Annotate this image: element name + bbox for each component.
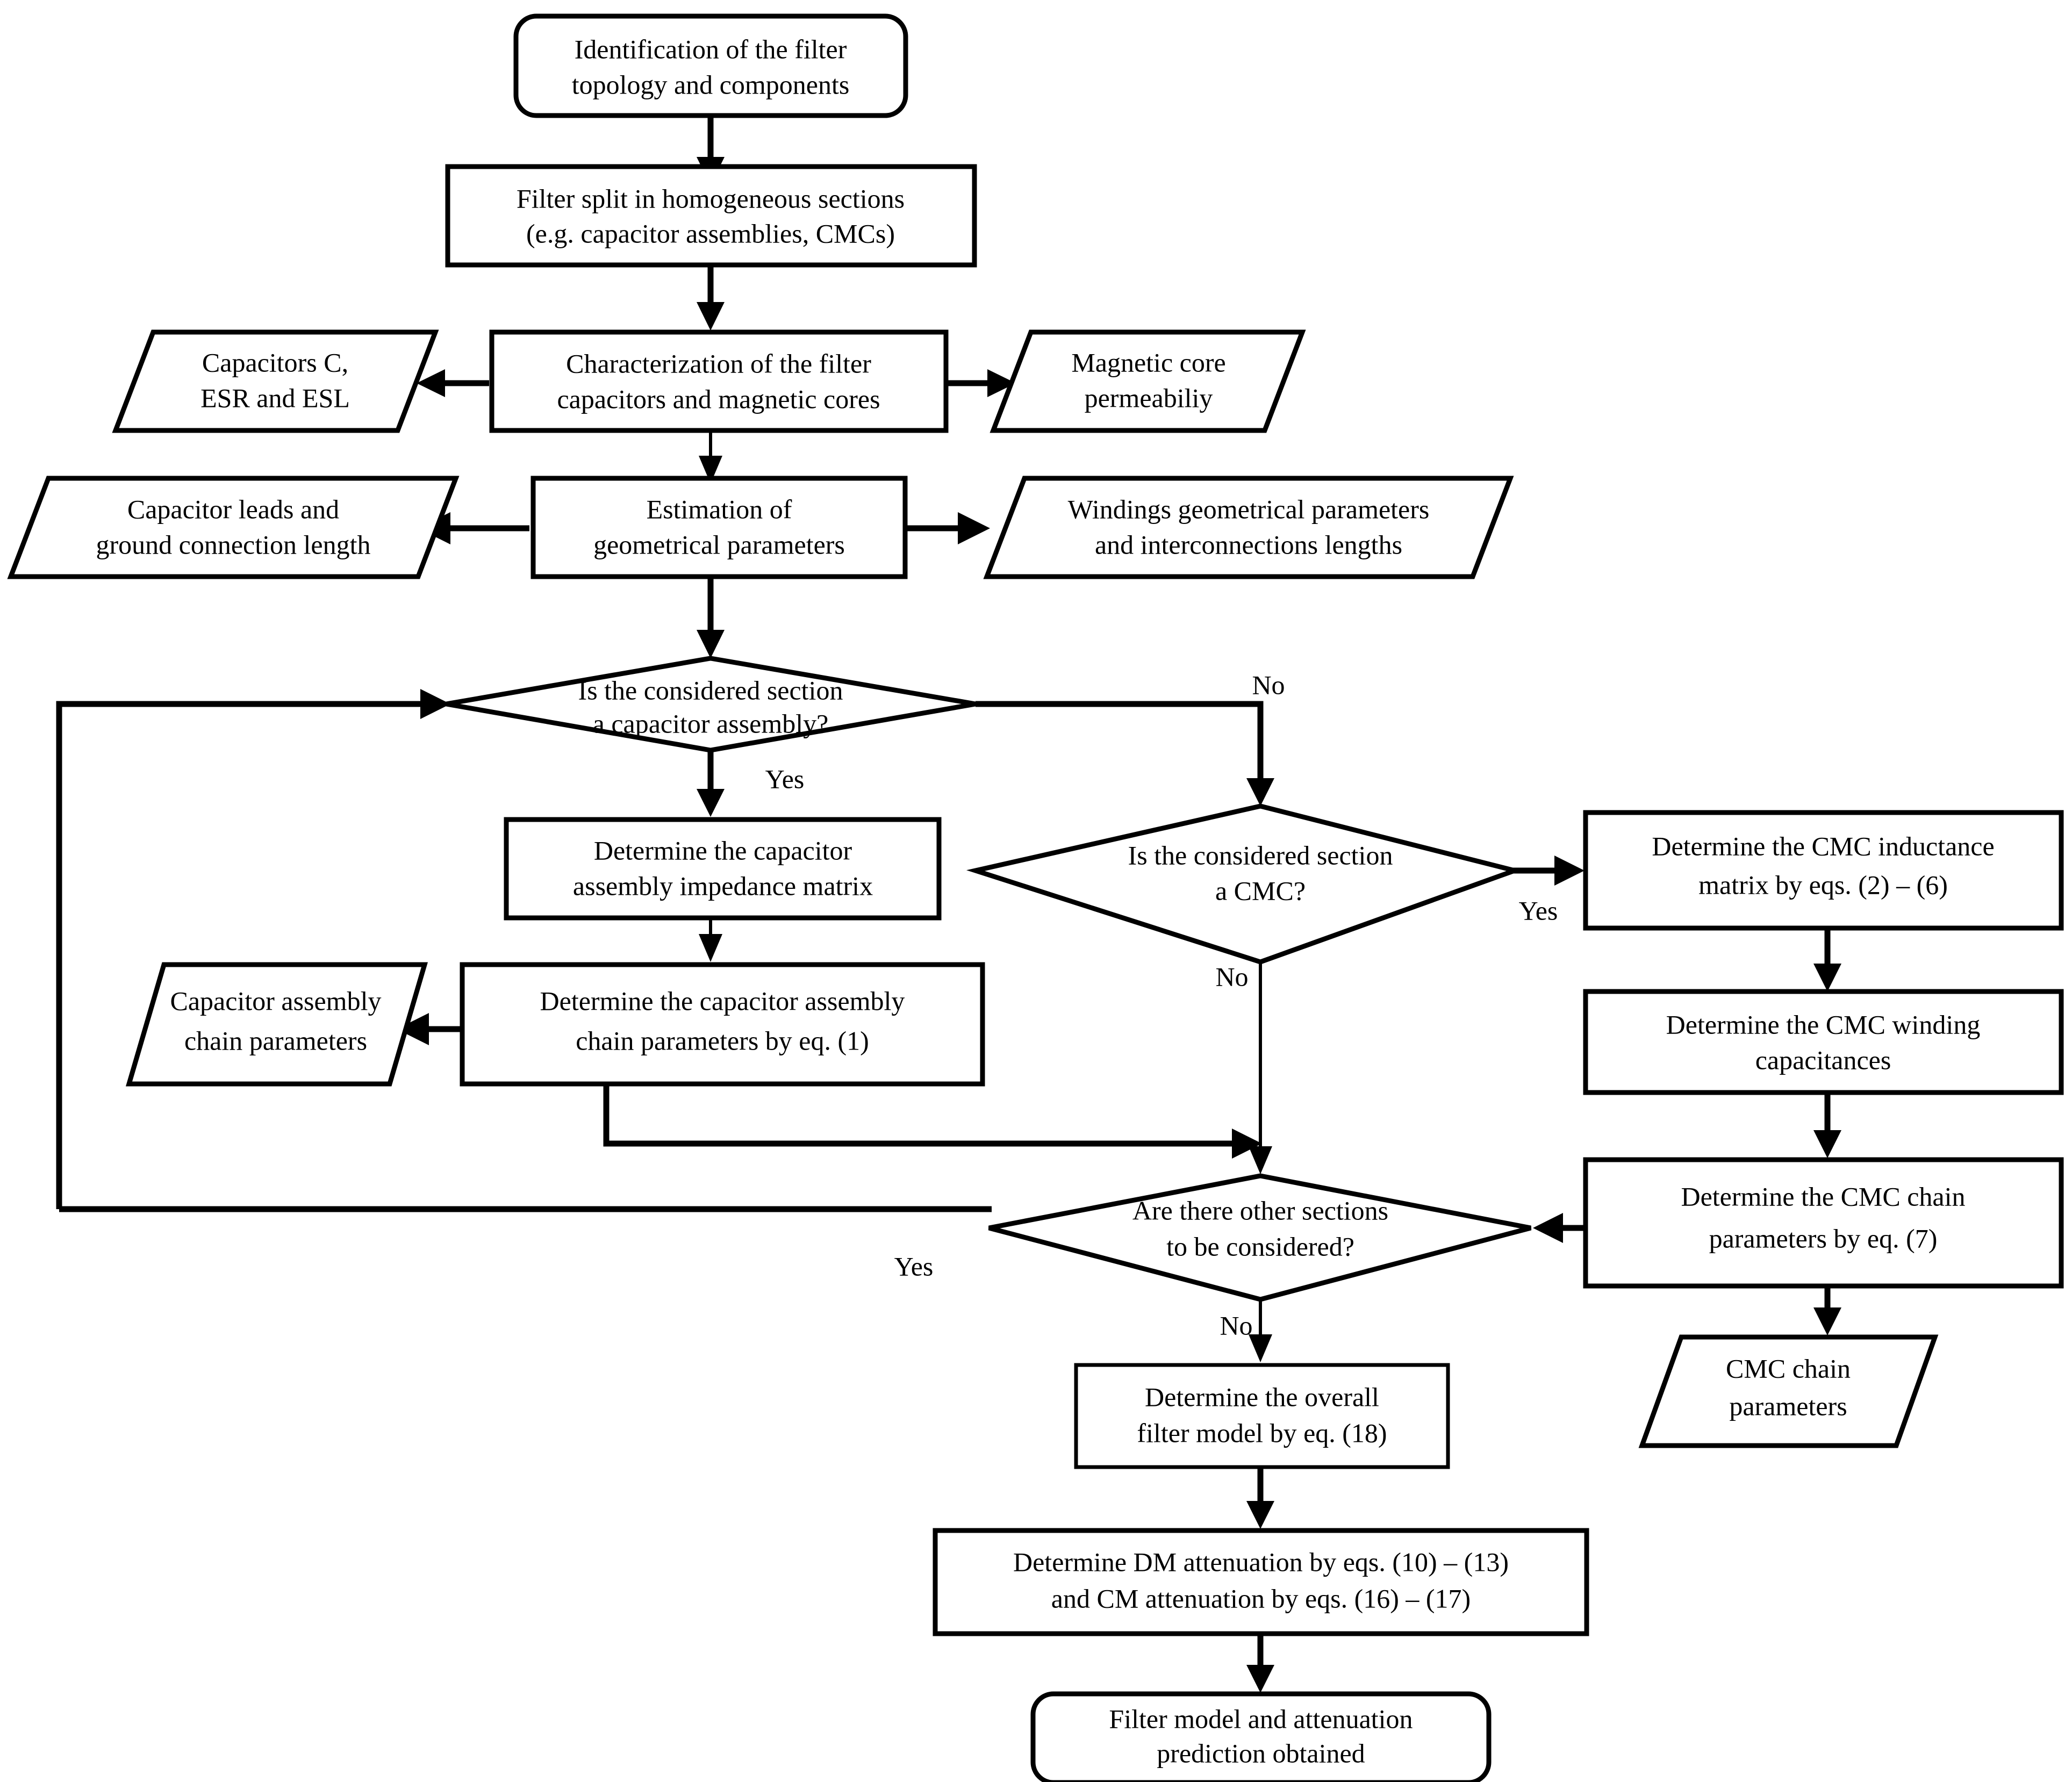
edge-cap-yes-to-impedance	[697, 750, 725, 817]
node-filter-split-line-1: Filter split in homogeneous sections	[517, 183, 905, 213]
node-capacitors-output[interactable]: Capacitors C, ESR and ESL	[112, 329, 439, 433]
edge-label-cap-yes: Yes	[765, 764, 805, 794]
node-cmc-chain-output[interactable]: CMC chain parameters	[1638, 1334, 1939, 1448]
node-magnetic-core-output-line-1: Magnetic core	[1071, 347, 1225, 377]
node-end-line-1: Filter model and attenuation	[1109, 1704, 1413, 1734]
edge-label-more-yes: Yes	[894, 1251, 934, 1281]
edge-feedback-loop	[56, 689, 450, 1209]
node-characterization-line-2: capacitors and magnetic cores	[557, 384, 880, 414]
edge-cmc-no-to-decision-more	[1249, 962, 1272, 1174]
edge-cmc-chain-to-decision-more	[1533, 1213, 1591, 1243]
node-cmc-chain-parameters-line-1: Determine the CMC chain	[1681, 1181, 1965, 1211]
edge-capacitances-to-cmc-chain	[1813, 1091, 1841, 1158]
edge-label-cmc-yes: Yes	[1519, 895, 1558, 925]
edge-more-no-to-overall-model	[1249, 1298, 1272, 1362]
node-end-line-2: prediction obtained	[1157, 1738, 1365, 1768]
edge-estimation-to-decision-cap	[697, 578, 725, 658]
node-cmc-inductance-matrix[interactable]: Determine the CMC inductance matrix by e…	[1583, 810, 2064, 931]
edge-cap-chain-to-output	[397, 1013, 462, 1045]
node-capacitor-impedance-matrix-line-2: assembly impedance matrix	[573, 871, 873, 901]
node-magnetic-core-output[interactable]: Magnetic core permeabiliy	[990, 329, 1306, 433]
node-start-line-2: topology and components	[572, 69, 850, 99]
node-capacitor-leads-output[interactable]: Capacitor leads and ground connection le…	[7, 476, 460, 579]
edge-attenuation-to-end	[1246, 1634, 1274, 1693]
node-characterization[interactable]: Characterization of the filter capacitor…	[489, 329, 949, 433]
node-estimation[interactable]: Estimation of geometrical parameters	[530, 476, 908, 579]
node-attenuation-line-2: and CM attenuation by eqs. (16) – (17)	[1051, 1583, 1471, 1613]
node-cmc-chain-output-line-1: CMC chain	[1726, 1353, 1851, 1383]
edge-cap-chain-to-decision-more	[603, 1083, 1262, 1159]
node-capacitors-output-line-2: ESR and ESL	[200, 383, 350, 413]
node-decision-cmc[interactable]: Is the considered section a CMC?	[966, 803, 1523, 965]
edge-characterization-to-estimation	[699, 430, 722, 484]
edge-label-cmc-no: No	[1215, 961, 1248, 991]
edge-impedance-to-cap-chain	[699, 919, 722, 962]
node-decision-cmc-line-1: Is the considered section	[1128, 840, 1393, 870]
node-decision-other-sections-line-2: to be considered?	[1166, 1231, 1354, 1261]
node-decision-cmc-line-2: a CMC?	[1215, 875, 1306, 906]
node-cmc-winding-capacitances-line-1: Determine the CMC winding	[1666, 1009, 1981, 1039]
edge-estimation-to-windings-out	[903, 512, 990, 544]
edge-inductance-to-capacitances	[1813, 927, 1841, 991]
node-end[interactable]: Filter model and attenuation prediction …	[1030, 1691, 1492, 1782]
node-estimation-line-1: Estimation of	[647, 494, 792, 524]
edge-cap-no-to-cmc	[976, 701, 1274, 806]
node-decision-capacitor-assembly[interactable]: Is the considered section a capacitor as…	[446, 656, 976, 753]
node-capacitors-output-line-1: Capacitors C,	[202, 347, 348, 377]
node-cmc-chain-parameters-line-2: parameters by eq. (7)	[1709, 1223, 1938, 1253]
node-decision-other-sections-line-1: Are there other sections	[1132, 1195, 1388, 1225]
node-decision-capacitor-assembly-line-1: Is the considered section	[578, 675, 843, 705]
node-capacitor-chain-parameters-line-2: chain parameters by eq. (1)	[576, 1025, 869, 1055]
edge-characterization-to-caps-out	[417, 369, 489, 397]
node-windings-output[interactable]: Windings geometrical parameters and inte…	[983, 476, 1514, 579]
node-filter-split[interactable]: Filter split in homogeneous sections (e.…	[445, 164, 977, 268]
node-overall-filter-model-line-1: Determine the overall	[1145, 1382, 1379, 1412]
node-attenuation[interactable]: Determine DM attenuation by eqs. (10) – …	[933, 1528, 1589, 1636]
node-capacitor-chain-parameters-line-1: Determine the capacitor assembly	[540, 986, 905, 1016]
node-capacitor-assembly-chain-output-line-1: Capacitor assembly	[170, 986, 382, 1016]
node-start[interactable]: Identification of the filter topology an…	[513, 13, 908, 118]
node-magnetic-core-output-line-2: permeabiliy	[1085, 383, 1213, 413]
edge-label-more-no: No	[1220, 1310, 1252, 1340]
node-decision-capacitor-assembly-line-2: a capacitor assembly?	[593, 708, 829, 738]
node-estimation-line-2: geometrical parameters	[593, 529, 845, 559]
edge-label-cap-no: No	[1252, 670, 1285, 700]
node-windings-output-line-1: Windings geometrical parameters	[1068, 494, 1430, 524]
node-cmc-inductance-matrix-line-1: Determine the CMC inductance	[1652, 831, 1994, 861]
edge-characterization-to-core-out	[947, 369, 1016, 397]
node-capacitor-chain-parameters[interactable]: Determine the capacitor assembly chain p…	[460, 962, 985, 1087]
node-cmc-chain-output-line-2: parameters	[1729, 1391, 1847, 1421]
node-characterization-line-1: Characterization of the filter	[566, 348, 871, 378]
node-start-line-1: Identification of the filter	[575, 34, 847, 64]
node-attenuation-line-1: Determine DM attenuation by eqs. (10) – …	[1013, 1547, 1509, 1577]
node-capacitor-assembly-chain-output[interactable]: Capacitor assembly chain parameters	[125, 962, 428, 1087]
node-cmc-chain-parameters[interactable]: Determine the CMC chain parameters by eq…	[1583, 1157, 2064, 1289]
node-capacitor-impedance-matrix[interactable]: Determine the capacitor assembly impedan…	[504, 817, 942, 921]
node-capacitor-impedance-matrix-line-1: Determine the capacitor	[594, 835, 852, 865]
node-capacitor-leads-output-line-2: ground connection length	[96, 529, 371, 559]
node-overall-filter-model[interactable]: Determine the overall filter model by eq…	[1074, 1363, 1450, 1469]
node-capacitor-leads-output-line-1: Capacitor leads and	[127, 494, 339, 524]
node-capacitor-assembly-chain-output-line-2: chain parameters	[184, 1025, 367, 1055]
node-cmc-winding-capacitances-line-2: capacitances	[1755, 1045, 1891, 1075]
edge-overall-model-to-attenuation	[1246, 1467, 1274, 1529]
edge-cmc-yes-to-inductance	[1513, 856, 1585, 886]
node-cmc-winding-capacitances[interactable]: Determine the CMC winding capacitances	[1583, 989, 2064, 1095]
node-overall-filter-model-line-2: filter model by eq. (18)	[1137, 1418, 1387, 1448]
node-filter-split-line-2: (e.g. capacitor assemblies, CMCs)	[526, 218, 895, 248]
node-decision-other-sections[interactable]: Are there other sections to be considere…	[988, 1173, 1532, 1302]
edge-split-to-characterization	[697, 263, 725, 330]
node-cmc-inductance-matrix-line-2: matrix by eqs. (2) – (6)	[1698, 870, 1948, 900]
node-windings-output-line-2: and interconnections lengths	[1095, 529, 1402, 559]
edge-cmc-chain-to-output	[1813, 1284, 1841, 1335]
